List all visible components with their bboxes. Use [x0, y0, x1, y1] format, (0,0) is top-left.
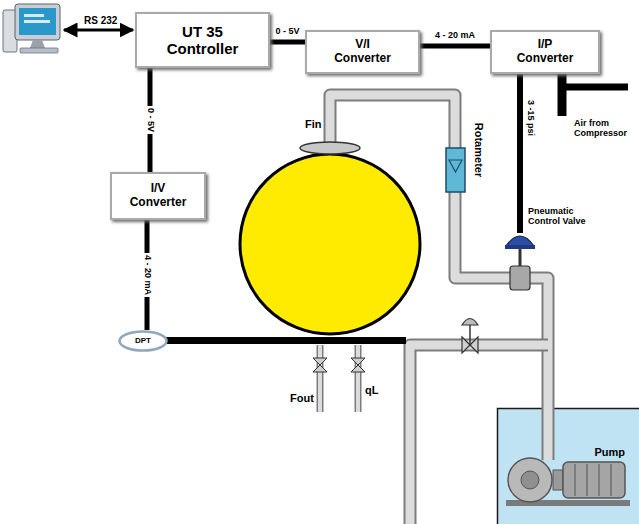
pneumatic-control-valve — [505, 236, 535, 290]
screen-line — [24, 20, 50, 23]
computer-screen — [19, 8, 56, 35]
signal-wire — [420, 44, 490, 49]
valve-stem — [469, 325, 471, 345]
outlet-pipe — [318, 345, 322, 412]
motor-rib — [598, 464, 600, 496]
outlet-pipes — [313, 345, 365, 412]
transmitter-ellipse: DPT — [118, 330, 168, 352]
pump-motor — [563, 462, 625, 498]
outlet-valve — [351, 358, 365, 372]
converter-box: V/I Converter — [305, 30, 420, 74]
outlet-pipe — [355, 345, 362, 412]
valve-body — [510, 266, 530, 290]
computer-icon — [3, 4, 60, 53]
rotameter-float — [449, 160, 462, 172]
signal-range: 4 - 20 mA — [142, 253, 152, 297]
part-name: Pneumatic Control Valve — [528, 206, 606, 227]
screen-line — [24, 14, 44, 17]
outlet-valve — [313, 358, 327, 372]
flow-symbol: Fout — [290, 392, 314, 405]
flow-symbol: qL — [365, 384, 378, 397]
node-text: V/I Converter — [327, 38, 399, 66]
dpt-impulse-line — [166, 337, 406, 344]
converter-box: I/V Converter — [110, 172, 206, 220]
node-text: UT 35 Controller — [153, 23, 253, 58]
monitor-stand — [30, 40, 45, 48]
transmitter-outline — [120, 332, 167, 351]
converter-box: I/P Converter — [490, 30, 600, 74]
rotameter-symbol — [446, 148, 465, 192]
supply-note: Air from Compressor — [574, 118, 632, 139]
motor-rib — [610, 464, 612, 496]
valve-actuator — [506, 236, 534, 246]
node-text: DPT — [135, 336, 151, 345]
pump-symbol — [506, 458, 630, 506]
inlet-flange — [300, 142, 360, 154]
computer-monitor — [15, 4, 60, 40]
part-name: Rotameter — [473, 121, 486, 179]
valve-stem — [519, 249, 522, 268]
signal-range: 0 - 5V — [145, 106, 155, 134]
controller-box: UT 35 Controller — [135, 12, 270, 68]
valve-diaphragm — [505, 245, 535, 249]
signal-wire — [270, 40, 305, 45]
motor-rib — [574, 464, 576, 496]
signal-range: 0 - 5V — [273, 27, 301, 37]
air-supply-line — [562, 84, 628, 91]
serial-link — [64, 29, 133, 32]
motor-rib — [586, 464, 588, 496]
pump-coupling — [553, 470, 563, 490]
water-reservoir — [497, 408, 639, 524]
flow-symbol: Fin — [305, 118, 322, 131]
pump-eye — [521, 471, 539, 489]
node-text: I/P Converter — [509, 38, 581, 66]
pump-volute — [508, 458, 552, 502]
process-tank — [240, 154, 420, 334]
signal-range: 4 - 20 mA — [433, 31, 477, 41]
node-text: I/V Converter — [122, 182, 194, 210]
signal-name: RS 232 — [84, 15, 117, 27]
pneumatic-signal-line — [517, 70, 523, 233]
outlet-pipe — [317, 345, 324, 412]
air-supply-line — [558, 70, 567, 116]
node-text: Pump — [594, 446, 625, 459]
pump-area: Pump — [497, 408, 639, 524]
valve-actuator — [462, 319, 478, 326]
outlet-pipe — [356, 345, 360, 412]
keyboard — [20, 48, 58, 53]
reservoir-edge — [498, 409, 639, 524]
signal-range: 3 -15 psi — [526, 98, 536, 138]
